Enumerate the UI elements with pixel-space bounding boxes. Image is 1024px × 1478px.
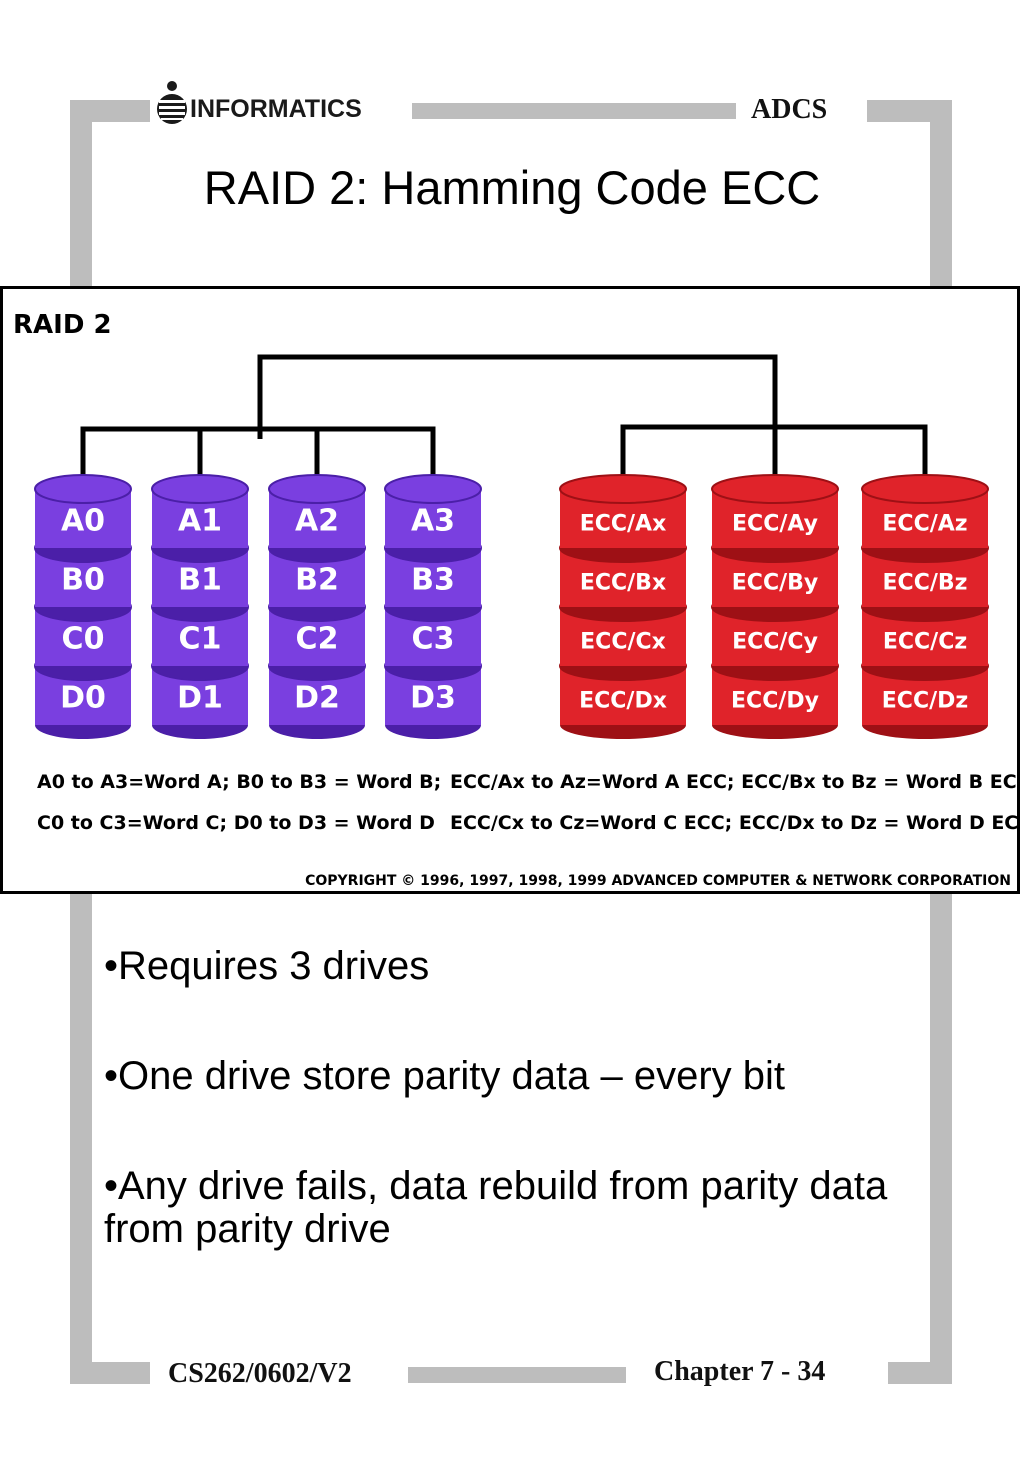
ecc-drive-2: ECC/Dz ECC/Cz ECC/Bz ECC/Az xyxy=(861,474,989,739)
ecc-block-label: ECC/Bz xyxy=(883,571,968,596)
legend-right-line-2: ECC/Cx to Cz=Word C ECC; ECC/Dx to Dz = … xyxy=(450,812,1017,834)
connector-lines xyxy=(80,354,928,489)
frame-bottom-right xyxy=(888,1362,952,1384)
bullet-item: •One drive store parity data – every bit xyxy=(104,1054,785,1098)
informatics-logo: INFORMATICS xyxy=(156,80,362,126)
data-drive-block: A3 xyxy=(384,474,482,562)
data-block-label: B1 xyxy=(178,563,222,598)
data-block-label: D2 xyxy=(294,681,340,716)
data-block-label: B3 xyxy=(411,563,455,598)
ecc-block-label: ECC/Az xyxy=(882,512,967,537)
data-block-label: C1 xyxy=(179,622,222,657)
ecc-drive-block: ECC/Ay xyxy=(711,474,839,562)
data-block-label: B0 xyxy=(61,563,105,598)
ecc-drive-block: ECC/Az xyxy=(861,474,989,562)
ecc-drive-block: ECC/Ax xyxy=(559,474,687,562)
slide-title: RAID 2: Hamming Code ECC xyxy=(203,161,821,214)
bullet-item: •Requires 3 drives xyxy=(104,944,430,988)
ecc-block-label: ECC/Ay xyxy=(732,512,818,537)
data-block-label: D0 xyxy=(60,681,106,716)
data-drive-0: D0 C0 B0 A0 xyxy=(34,474,132,739)
data-block-label: C3 xyxy=(412,622,455,657)
data-drive-3: D3 C3 B3 A3 xyxy=(384,474,482,739)
data-block-label: A0 xyxy=(61,504,105,539)
frame-top-right xyxy=(858,100,952,122)
ecc-block-label: ECC/Bx xyxy=(580,571,666,596)
data-block-label: D3 xyxy=(410,681,456,716)
frame-top-middle xyxy=(412,103,736,119)
footer-page-number: Chapter 7 - 34 xyxy=(646,1356,834,1388)
data-block-label: B2 xyxy=(295,563,339,598)
data-block-label: A1 xyxy=(178,504,222,539)
data-block-label: C0 xyxy=(62,622,105,657)
data-block-label: A2 xyxy=(295,504,339,539)
frame-bottom-left xyxy=(70,1362,150,1384)
ecc-block-label: ECC/Dz xyxy=(882,689,968,714)
data-drive-block: A0 xyxy=(34,474,132,562)
ecc-block-label: ECC/Cx xyxy=(580,630,666,655)
ecc-block-label: ECC/Dy xyxy=(731,689,819,714)
logo-text: INFORMATICS xyxy=(190,95,362,123)
informatics-logo-icon xyxy=(156,80,188,126)
ecc-block-label: ECC/Cy xyxy=(732,630,818,655)
data-drive-1: D1 C1 B1 A1 xyxy=(151,474,249,739)
legend-left-line-2: C0 to C3=Word C; D0 to D3 = Word D xyxy=(37,812,435,834)
legend-right-line-1: ECC/Ax to Az=Word A ECC; ECC/Bx to Bz = … xyxy=(450,771,1017,793)
frame-bottom-middle xyxy=(408,1367,626,1383)
bullet-item: •Any drive fails, data rebuild from pari… xyxy=(104,1164,888,1251)
bullet-list: •Requires 3 drives •One drive store pari… xyxy=(104,945,914,1318)
copyright-notice: COPYRIGHT © 1996, 1997, 1998, 1999 ADVAN… xyxy=(305,873,1011,889)
data-block-label: D1 xyxy=(177,681,223,716)
footer-course-code: CS262/0602/V2 xyxy=(162,1358,358,1390)
legend-left-line-1: A0 to A3=Word A; B0 to B3 = Word B; xyxy=(37,771,441,793)
ecc-drive-1: ECC/Dy ECC/Cy ECC/By ECC/Ay xyxy=(711,474,839,739)
ecc-block-label: ECC/Dx xyxy=(579,689,667,714)
ecc-block-label: ECC/Cz xyxy=(883,630,967,655)
data-drive-block: A2 xyxy=(268,474,366,562)
data-block-label: A3 xyxy=(411,504,455,539)
data-block-label: C2 xyxy=(296,622,339,657)
ecc-block-label: ECC/Ax xyxy=(580,512,667,537)
ecc-block-label: ECC/By xyxy=(732,571,818,596)
header-course-label: ADCS xyxy=(745,94,867,126)
raid2-diagram: RAID 2 D0C0B0A0D1C1B1A1D2C2B2A2D3C3B3A3E… xyxy=(13,310,1017,889)
drive-group: D0C0B0A0D1C1B1A1D2C2B2A2D3C3B3A3ECC/DxEC… xyxy=(34,474,989,739)
data-drive-block: A1 xyxy=(151,474,249,562)
ecc-drive-0: ECC/Dx ECC/Cx ECC/Bx ECC/Ax xyxy=(559,474,687,739)
data-drive-2: D2 C2 B2 A2 xyxy=(268,474,366,739)
diagram-heading: RAID 2 xyxy=(13,310,112,340)
